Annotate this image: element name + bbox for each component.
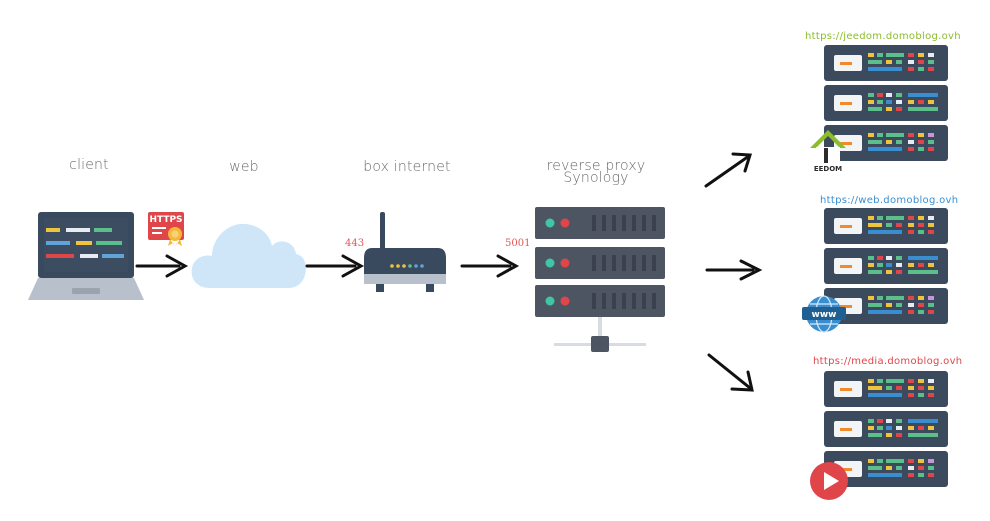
url-jeedom: https://jeedom.domoblog.ovh bbox=[805, 31, 961, 42]
url-media: https://media.domoblog.ovh bbox=[813, 356, 963, 367]
media-server-stack-icon bbox=[824, 371, 948, 487]
arrow-box-to-proxy-icon bbox=[460, 254, 520, 278]
laptop-icon bbox=[28, 212, 144, 300]
box-internet-label: box internet bbox=[363, 159, 451, 175]
jeedom-logo-icon: EEDOM bbox=[810, 130, 846, 173]
https-certificate-icon: HTTPS bbox=[148, 212, 184, 247]
router-icon bbox=[364, 212, 446, 292]
jeedom-logo-text: EEDOM bbox=[814, 165, 842, 173]
reverse-proxy-label-line2: Synology bbox=[563, 170, 629, 186]
www-globe-icon: www bbox=[802, 295, 846, 333]
jeedom-server-stack-icon bbox=[824, 45, 948, 161]
arrow-proxy-to-media-icon bbox=[707, 353, 754, 392]
reverse-proxy-label-line1: reverse proxy bbox=[546, 158, 646, 174]
arrow-proxy-to-jeedom-icon bbox=[704, 152, 753, 188]
proxy-server-rack-icon bbox=[535, 207, 665, 352]
media-play-icon bbox=[810, 462, 848, 500]
port-5001: 5001 bbox=[505, 238, 531, 249]
arrow-web-to-box-icon bbox=[305, 254, 365, 278]
reverse-proxy-label: reverse proxy Synology bbox=[546, 158, 646, 186]
cloud-icon bbox=[191, 223, 306, 288]
web-label: web bbox=[229, 159, 259, 175]
arrow-proxy-to-web-icon bbox=[705, 259, 763, 281]
https-badge-text: HTTPS bbox=[149, 215, 182, 225]
port-443: 443 bbox=[345, 238, 365, 249]
url-web: https://web.domoblog.ovh bbox=[820, 195, 959, 206]
client-label: client bbox=[69, 157, 109, 173]
web-server-stack-icon bbox=[824, 208, 948, 324]
www-logo-text: www bbox=[812, 310, 837, 320]
arrow-client-to-web-icon bbox=[135, 254, 189, 278]
